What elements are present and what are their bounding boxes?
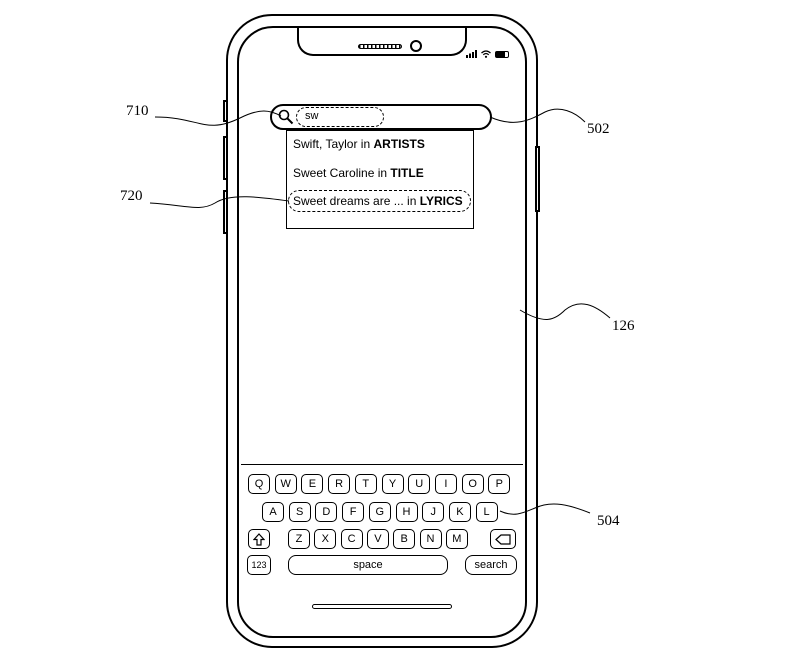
leader-line-126 [519,303,611,320]
wifi-icon [481,50,491,58]
signal-bars-icon [466,50,477,58]
device-outer-frame [226,14,538,648]
silent-switch [223,100,228,122]
key-w[interactable]: W [274,474,297,494]
key-j[interactable]: J [422,502,445,522]
volume-up-button [223,136,228,180]
key-p[interactable]: P [488,474,511,494]
suggestion-item-artists[interactable]: Swift, Taylor in ARTISTS [293,137,425,151]
suggestion-category: ARTISTS [373,137,425,151]
ref-numeral-504: 504 [597,513,620,529]
leader-line-502 [489,108,586,123]
key-b[interactable]: B [393,529,416,549]
battery-icon [495,50,509,58]
on-screen-keyboard [241,464,523,586]
key-i[interactable]: I [434,474,457,494]
key-d[interactable]: D [315,502,338,522]
volume-down-button [223,190,228,234]
key-k[interactable]: K [448,502,471,522]
key-u[interactable]: U [408,474,431,494]
key-n[interactable]: N [419,529,442,549]
ref-numeral-126: 126 [612,318,635,334]
leader-line-720 [149,196,290,208]
suggestion-item-lyrics[interactable]: Sweet dreams are ... in LYRICS [293,194,463,208]
key-h[interactable]: H [395,502,418,522]
key-a[interactable]: A [262,502,284,522]
leader-line-504 [499,503,591,515]
shift-key[interactable] [248,529,270,549]
front-camera [410,40,422,52]
suggestion-category: TITLE [390,166,424,180]
shift-arrow-icon [253,532,265,546]
key-s[interactable]: S [288,502,311,522]
status-bar [466,50,509,58]
key-o[interactable]: O [461,474,484,494]
key-q[interactable]: Q [248,474,270,494]
suggestion-prefix: Swift, Taylor in [293,137,374,151]
numbers-key[interactable]: 123 [247,555,271,575]
key-v[interactable]: V [366,529,389,549]
leader-line-710 [154,110,282,126]
ref-numeral-502: 502 [587,121,610,137]
key-y[interactable]: Y [381,474,404,494]
device-screen-bezel [237,26,527,638]
suggestions-dropdown [286,130,474,229]
space-key[interactable]: space [288,555,448,575]
key-z[interactable]: Z [288,529,310,549]
earpiece-speaker [358,44,402,49]
backspace-icon [495,533,511,545]
suggestion-category: LYRICS [419,194,463,208]
ref-numeral-710: 710 [126,103,149,119]
search-query-input[interactable]: sw [296,107,384,127]
key-m[interactable]: M [445,529,468,549]
key-l[interactable]: L [475,502,498,522]
suggestion-prefix: Sweet Caroline in [293,166,391,180]
backspace-key[interactable] [490,529,516,549]
key-c[interactable]: C [340,529,363,549]
key-x[interactable]: X [314,529,337,549]
power-button [535,146,540,212]
search-key[interactable]: search [465,555,517,575]
notch [297,28,467,56]
key-f[interactable]: F [342,502,365,522]
search-icon[interactable] [278,109,294,125]
key-t[interactable]: T [354,474,377,494]
key-r[interactable]: R [328,474,351,494]
key-g[interactable]: G [368,502,391,522]
ref-numeral-720: 720 [120,188,143,204]
suggestion-item-title[interactable]: Sweet Caroline in TITLE [293,166,424,180]
key-e[interactable]: E [301,474,324,494]
suggestion-prefix: Sweet dreams are ... in [293,194,420,208]
home-indicator [312,604,452,609]
